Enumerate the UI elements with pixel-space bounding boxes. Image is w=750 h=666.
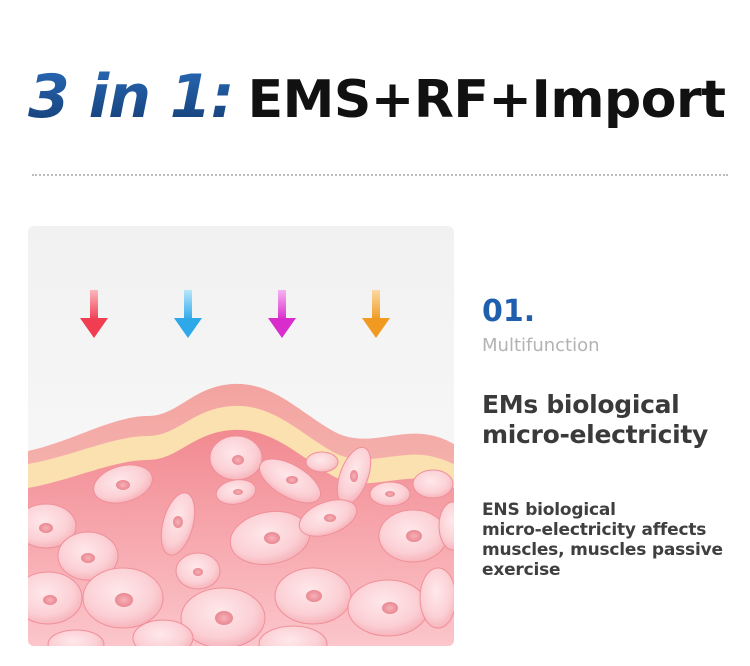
arrow-down-icon-red [80,290,108,338]
feature-description-line: muscles, muscles passive [482,540,723,560]
skin-tissue-illustration [28,226,454,646]
feature-description-line: exercise [482,560,561,580]
step-subtitle: Multifunction [482,335,600,356]
page-headline: 3 in 1: EMS+RF+Import [28,62,726,132]
step-number: 01. [482,294,536,329]
arrow-down-icon-blue [174,290,202,338]
dotted-divider [32,174,728,176]
feature-title-line: EMs biological [482,390,680,419]
headline-title: EMS+RF+Import [247,70,726,130]
headline-accent: 3 in 1: [28,62,235,132]
feature-description: ENS biological micro-electricity affects… [482,500,744,580]
feature-description-line: ENS biological [482,500,616,520]
feature-title-line: micro-electricity [482,420,709,449]
feature-title: EMs biological micro-electricity [482,390,744,450]
arrow-down-icon-orange [362,290,390,338]
feature-description-line: micro-electricity affects [482,520,707,540]
arrow-down-icon-magenta [268,290,296,338]
cell-nuclei [39,455,422,625]
feature-panel: 01. Multifunction EMs biological micro-e… [482,292,744,580]
